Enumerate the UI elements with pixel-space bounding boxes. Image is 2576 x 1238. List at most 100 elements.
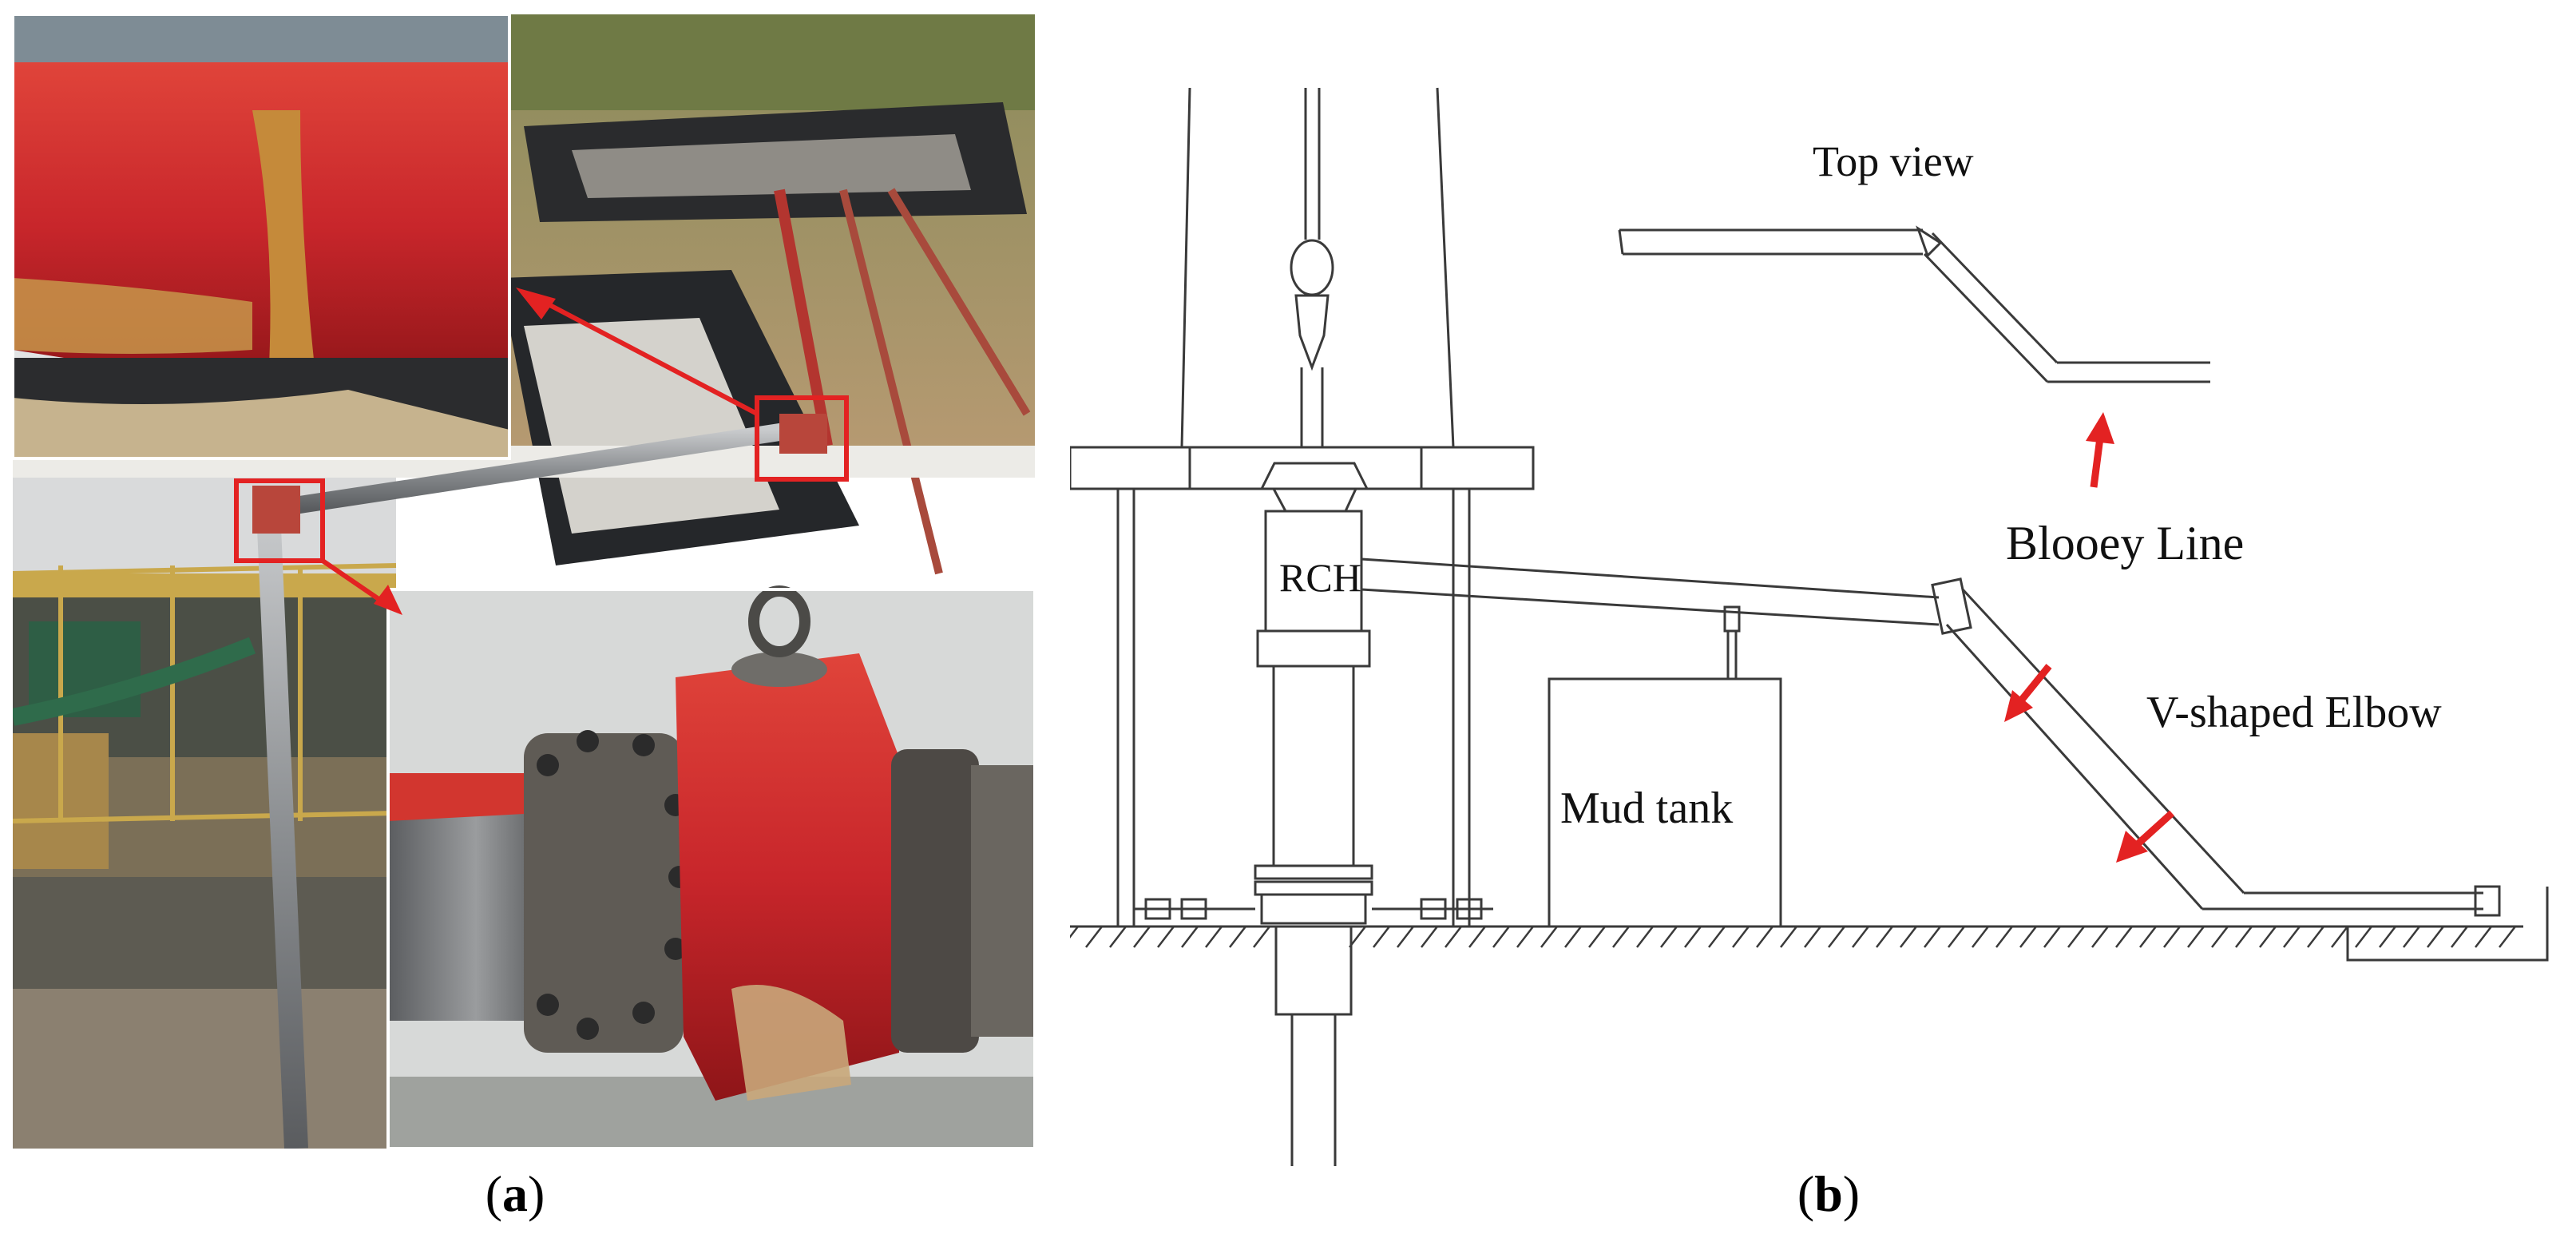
ground-hatch-mark xyxy=(2283,926,2301,948)
arrow-to-top-view xyxy=(2090,437,2104,488)
ground-hatch-mark xyxy=(2379,926,2396,948)
ground-hatch-mark xyxy=(2307,926,2324,948)
ground-hatch-mark xyxy=(2259,926,2277,948)
ground-hatch-mark xyxy=(2499,926,2516,948)
field-pipe xyxy=(839,188,943,575)
mud-tank-box xyxy=(1548,677,1782,928)
ground-hatch-mark xyxy=(2427,926,2444,948)
label-blooey-line: Blooey Line xyxy=(2006,517,2244,569)
derrick xyxy=(1180,87,1455,448)
photo-arrowheads xyxy=(374,288,556,615)
ground-hatch-mark xyxy=(1070,926,1079,939)
ground-hatch-mark xyxy=(2211,926,2229,948)
ground-hatch-mark xyxy=(1804,926,1821,948)
ground-hatching xyxy=(1070,926,2516,948)
field-pipe xyxy=(774,188,833,447)
caption-b-close: ) xyxy=(1842,1165,1861,1222)
ground-hatch-mark xyxy=(1924,926,1941,948)
arrow-to-blooey-line xyxy=(2019,664,2052,702)
label-top-view: Top view xyxy=(1813,137,1974,185)
ground-hatch-mark xyxy=(1540,926,1558,948)
ground-hatch-mark xyxy=(2163,926,2181,948)
arrow-to-v-elbow xyxy=(2135,810,2175,847)
ground-hatch-mark xyxy=(1708,926,1726,948)
diagram-labels: Top view RCH Blooey Line V-shaped Elbow … xyxy=(1279,137,2442,833)
blooey-line-top-view xyxy=(1618,225,2210,383)
label-mud-tank: Mud tank xyxy=(1560,784,1733,833)
ground-hatch-mark xyxy=(1900,926,1917,948)
highlight-box-far-elbow xyxy=(755,395,849,482)
ground-hatch-mark xyxy=(2115,926,2133,948)
ground-hatch-mark xyxy=(1660,926,1678,948)
photo-elbow-upper xyxy=(252,486,300,534)
ground-hatch-mark xyxy=(1468,926,1486,948)
ground-hatch-mark xyxy=(1397,926,1414,948)
photo-collage-svg xyxy=(13,14,1035,1149)
ground-hatch-mark xyxy=(1612,926,1630,948)
field-pipe xyxy=(887,188,1031,416)
drill-string xyxy=(1290,88,1334,447)
ground-hatch-mark xyxy=(2043,926,2061,948)
arrow-to-elbow-inset xyxy=(321,558,390,608)
arrow-to-eroded-inset xyxy=(542,300,759,416)
ground-hatch-mark xyxy=(1445,926,1462,948)
ground-hatch-mark xyxy=(2067,926,2085,948)
ground-hatch-mark xyxy=(1157,926,1175,948)
ground-hatch-mark xyxy=(1349,926,1366,948)
ground-hatch-mark xyxy=(1373,926,1390,948)
ground-hatch-mark xyxy=(2139,926,2157,948)
caption-panel-a: (a) xyxy=(435,1165,595,1224)
photo-annotations xyxy=(234,300,849,608)
ground-hatch-mark xyxy=(1972,926,1989,948)
ground-hatch-mark xyxy=(2403,926,2420,948)
ground-hatch-mark xyxy=(2187,926,2205,948)
caption-a-close: ) xyxy=(528,1165,545,1222)
ground-hatch-mark xyxy=(1828,926,1845,948)
ground-hatch-mark xyxy=(1876,926,1893,948)
ground-hatch-mark xyxy=(1109,926,1127,948)
ground-hatch-mark xyxy=(1133,926,1151,948)
arrowhead-top-view xyxy=(2086,412,2114,444)
rch-bop-stack xyxy=(1134,488,1493,1166)
schematic-svg: Top view RCH Blooey Line V-shaped Elbow … xyxy=(1070,87,2549,1166)
ground-hatch-mark xyxy=(1421,926,1438,948)
caption-b-open: ( xyxy=(1797,1165,1815,1222)
ground-hatch-mark xyxy=(1229,926,1246,948)
annotation-arrows xyxy=(2004,412,2175,863)
ground-hatch-mark xyxy=(1588,926,1606,948)
caption-a-open: ( xyxy=(485,1165,502,1222)
blooey-line-side xyxy=(1361,557,2549,962)
ground-hatch-mark xyxy=(1948,926,1965,948)
arrowhead-v-elbow xyxy=(2116,831,2148,863)
ground-hatch-mark xyxy=(2331,926,2348,948)
ground-hatch-mark xyxy=(1780,926,1797,948)
ground-hatch-mark xyxy=(1492,926,1510,948)
ground-hatch-mark xyxy=(1516,926,1534,948)
arrowhead-blooey-line xyxy=(2004,690,2033,722)
ground-hatch-mark xyxy=(2475,926,2492,948)
blooey-line-photo xyxy=(252,414,827,1149)
label-rch: RCH xyxy=(1279,555,1361,600)
ground-hatch-mark xyxy=(2019,926,2037,948)
inset-v-elbow xyxy=(386,585,1035,1149)
ground-hatch-mark xyxy=(1732,926,1750,948)
rig-platform xyxy=(13,462,397,1149)
ground-hatch-mark xyxy=(2235,926,2253,948)
panel-b-schematic: Top view RCH Blooey Line V-shaped Elbow … xyxy=(1070,0,2571,1166)
caption-panel-b: (b) xyxy=(1749,1165,1908,1224)
ground-hatch-mark xyxy=(1756,926,1773,948)
ground-hatch-mark xyxy=(1636,926,1654,948)
ground-hatch-mark xyxy=(1253,926,1270,948)
ground-hatch-mark xyxy=(1852,926,1869,948)
ground-hatch-mark xyxy=(2091,926,2109,948)
ground-hatch-mark xyxy=(1684,926,1702,948)
highlight-box-near-elbow xyxy=(234,478,325,563)
ground-hatch-mark xyxy=(1085,926,1103,948)
inset-eroded-elbow xyxy=(13,14,511,460)
rig-floor xyxy=(1070,446,1535,927)
ground-hatch-mark xyxy=(1205,926,1223,948)
ground-hatch-mark xyxy=(2451,926,2468,948)
ground-hatch-mark xyxy=(1564,926,1582,948)
photo-elbow-far xyxy=(779,414,827,454)
caption-a-letter: a xyxy=(502,1165,528,1222)
